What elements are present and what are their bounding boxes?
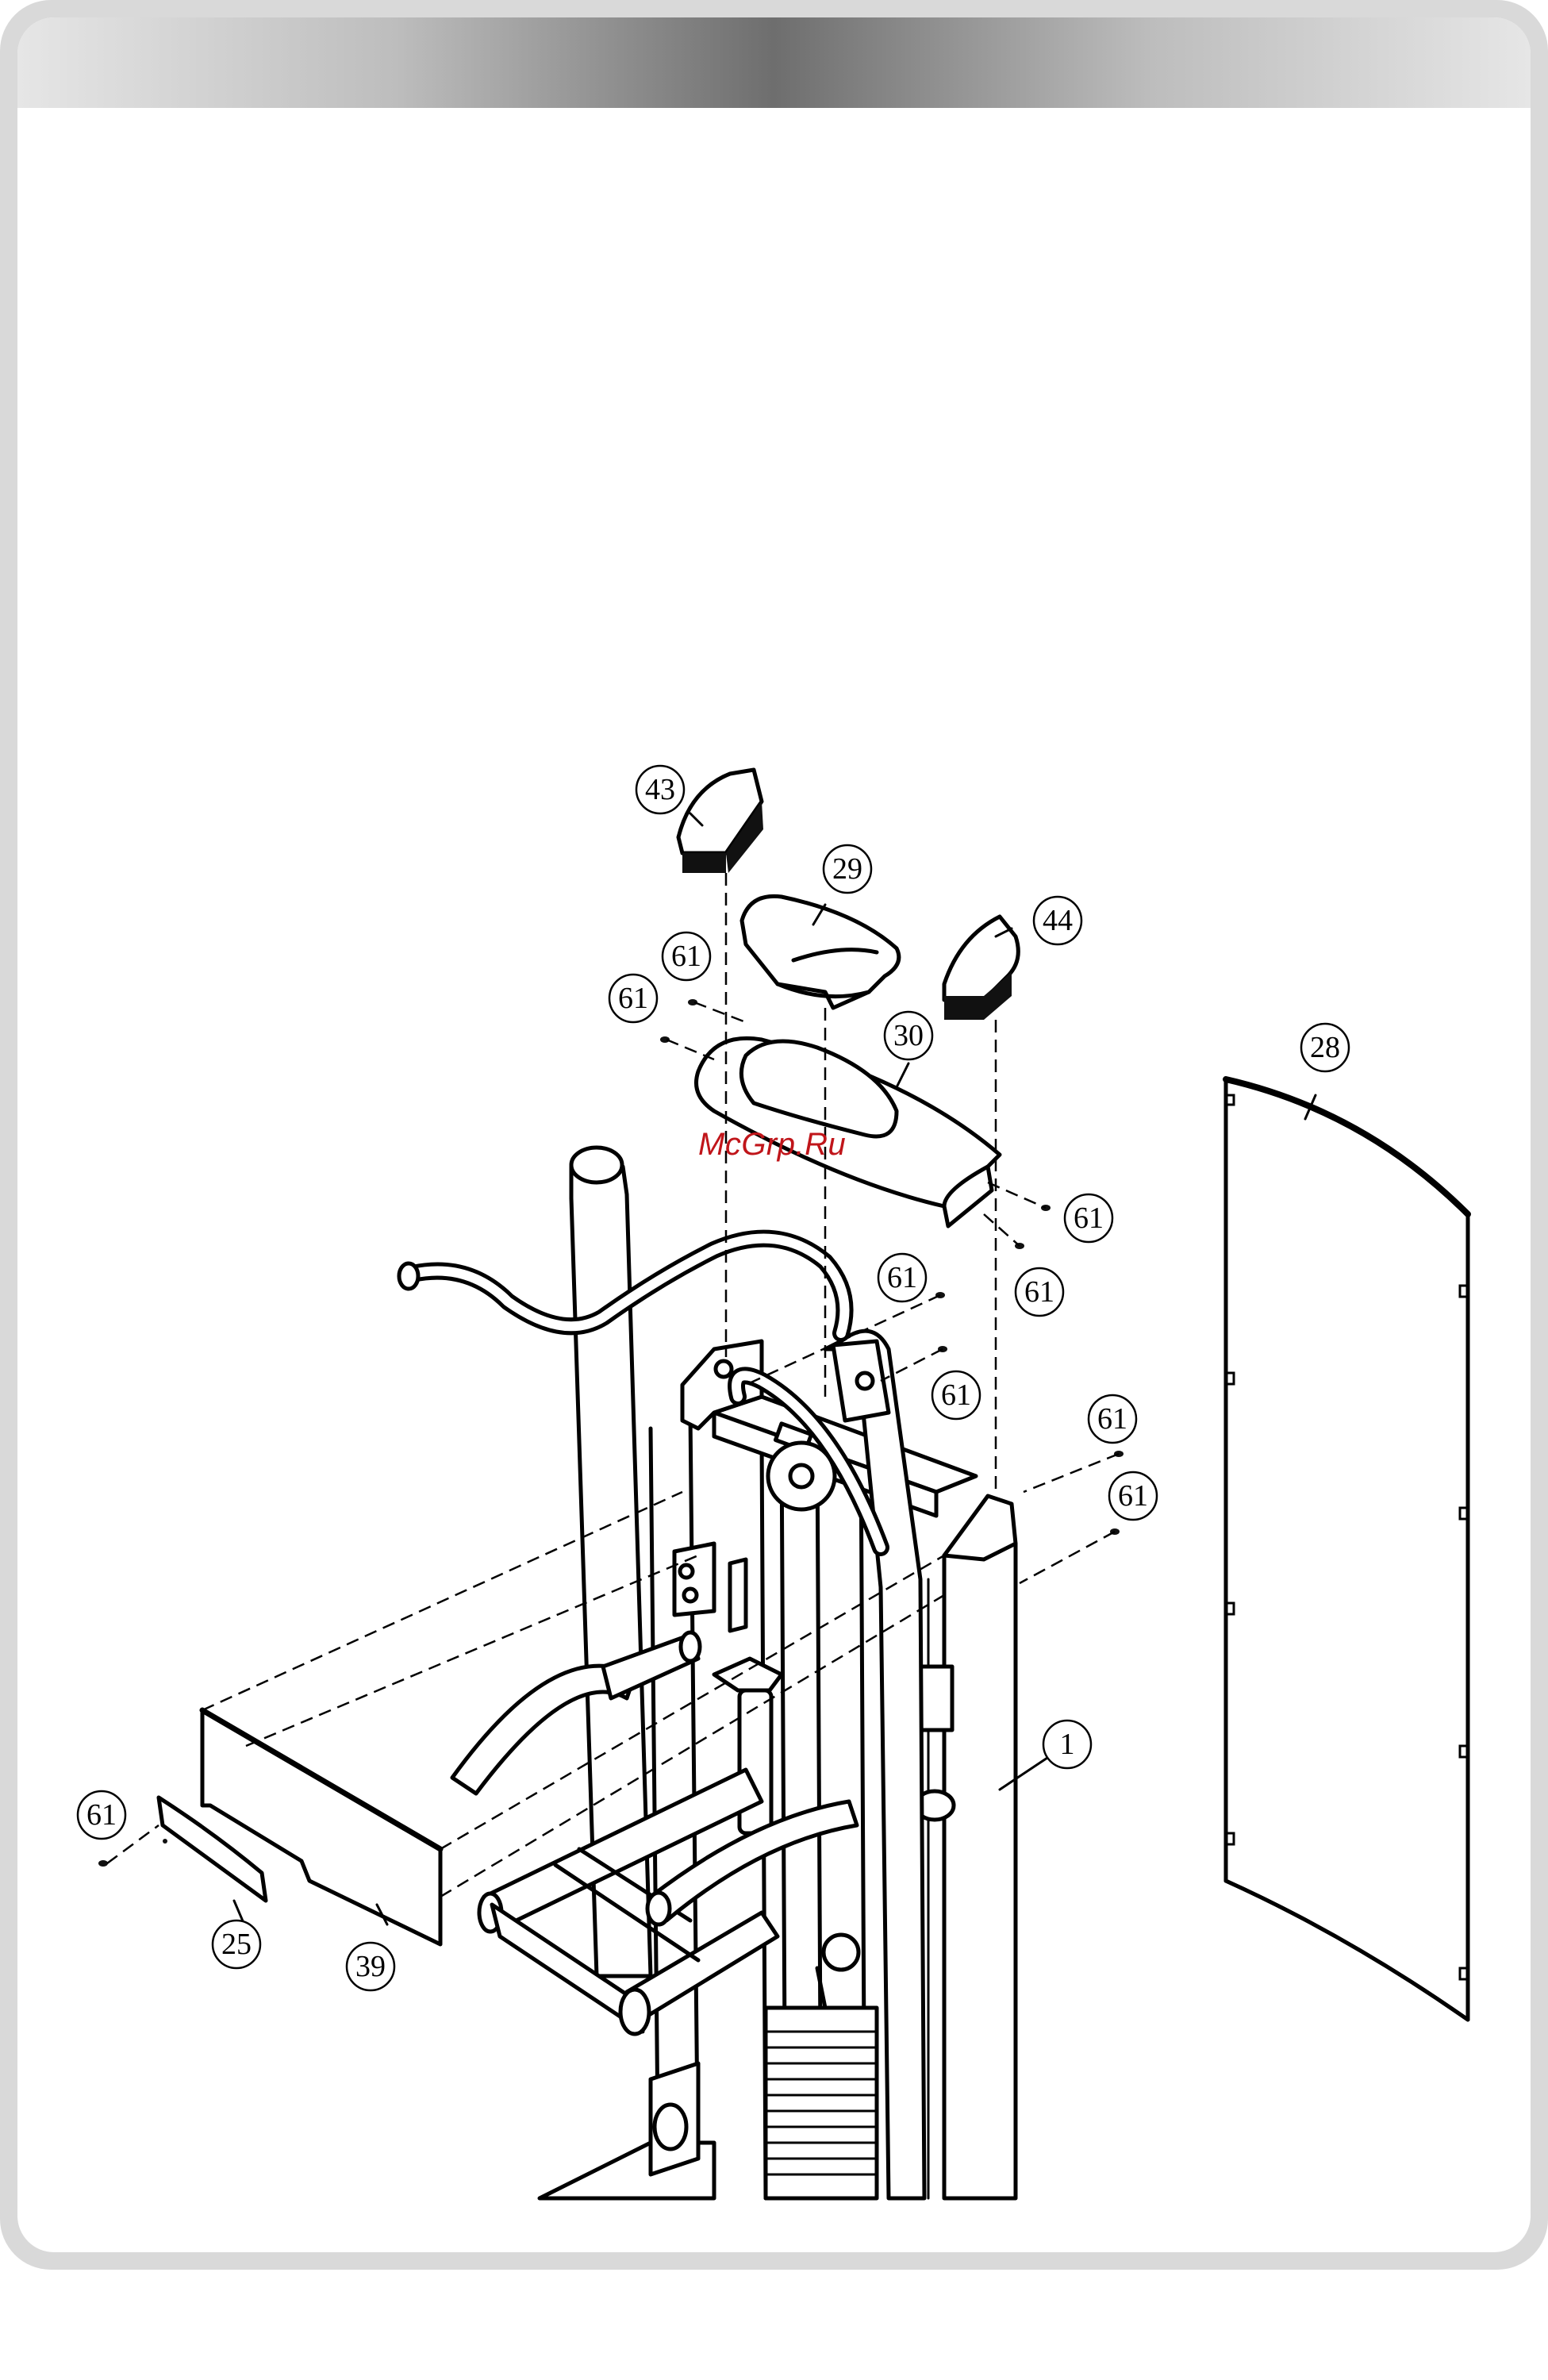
svg-text:61: 61 [1097, 1402, 1127, 1436]
svg-text:44: 44 [1043, 904, 1073, 937]
callout-61: 61 [1016, 1268, 1063, 1316]
svg-text:61: 61 [941, 1378, 971, 1412]
svg-text:61: 61 [618, 982, 648, 1015]
callout-61: 61 [1089, 1395, 1136, 1443]
callout-43: 43 [636, 766, 684, 813]
callout-61: 61 [878, 1254, 926, 1302]
callout-44: 44 [1034, 897, 1081, 944]
callout-61: 61 [1065, 1194, 1112, 1242]
svg-text:1: 1 [1060, 1728, 1075, 1761]
svg-text:61: 61 [1024, 1275, 1054, 1309]
part-28-side-panel [1226, 1079, 1468, 2020]
part-29-cover-tray [742, 896, 899, 1008]
watermark: McGrp.Ru [698, 1127, 846, 1163]
callout-30: 30 [885, 1012, 932, 1059]
svg-text:61: 61 [887, 1261, 917, 1294]
svg-text:61: 61 [1074, 1202, 1104, 1235]
part-44-end-cap [944, 917, 1018, 1020]
callout-39: 39 [347, 1943, 394, 1990]
svg-text:25: 25 [221, 1928, 252, 1961]
svg-text:29: 29 [832, 852, 862, 886]
svg-text:61: 61 [1118, 1479, 1148, 1513]
svg-text:28: 28 [1310, 1031, 1340, 1064]
svg-text:43: 43 [645, 773, 675, 806]
callout-28: 28 [1301, 1024, 1349, 1071]
callout-1: 1 [1043, 1721, 1091, 1768]
svg-text:61: 61 [86, 1798, 117, 1832]
callout-61: 61 [663, 932, 710, 980]
callout-61: 61 [78, 1791, 125, 1839]
callout-61: 61 [1109, 1472, 1157, 1520]
svg-text:39: 39 [355, 1950, 386, 1983]
svg-text:61: 61 [671, 940, 701, 973]
frame-structure [399, 1148, 976, 2198]
part-43-end-cap [678, 770, 763, 873]
callout-29: 29 [824, 845, 871, 893]
callout-61: 61 [932, 1371, 980, 1419]
svg-text:30: 30 [893, 1019, 924, 1052]
callout-61: 61 [609, 975, 657, 1022]
callout-25: 25 [213, 1921, 260, 1968]
